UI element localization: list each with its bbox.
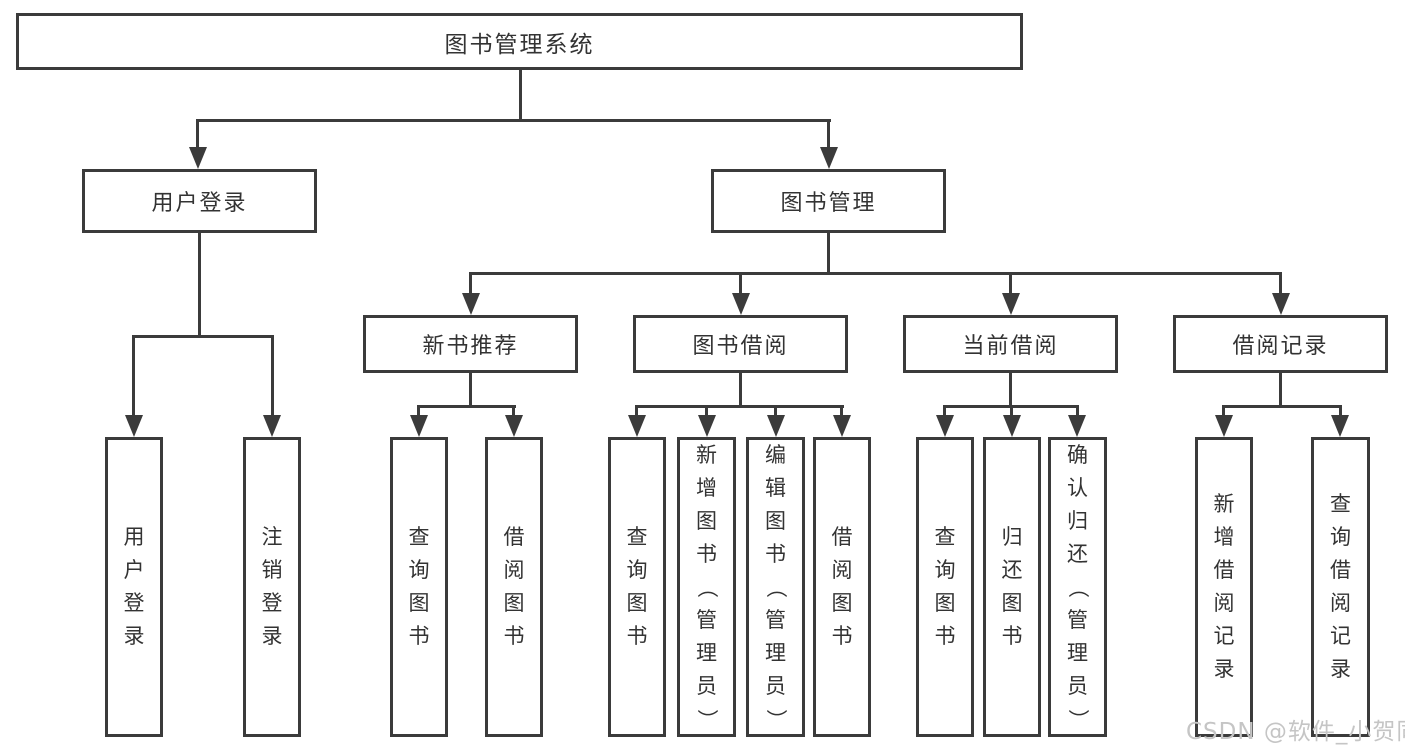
node-query-books-label: 查询图书 [626,525,648,648]
node-borrow-books: 借阅图书 [485,437,543,737]
arrowhead-down-icon [767,415,785,437]
arrowhead-down-icon [732,293,750,315]
edge-to-book-borrowing [739,272,742,293]
arrowhead-down-icon [628,415,646,437]
edge-new-book-stem [469,373,472,408]
edge-leaf-stem [774,405,777,415]
node-query-borrow-record-label: 查询借阅记录 [1330,492,1351,681]
node-add-borrow-record: 新增借阅记录 [1195,437,1253,737]
arrowhead-down-icon [1002,293,1020,315]
arrowhead-down-icon [1331,415,1349,437]
edge-leaf-stem [635,405,638,415]
node-book-management-label: 图书管理 [780,191,877,216]
node-borrowing-records: 借阅记录 [1173,315,1388,373]
node-edit-books-admin-label: 编辑图书（管理员） [764,442,788,730]
edge-to-logout-leaf [271,335,274,415]
edge-book-mgmt-hline [469,272,1282,275]
arrowhead-down-icon [936,415,954,437]
arrowhead-down-icon [698,415,716,437]
edge-to-borrowing-records [1279,272,1282,293]
node-return-books-label: 归还图书 [1001,525,1023,648]
node-add-borrow-record-label: 新增借阅记录 [1213,492,1235,681]
node-logout-label: 注销登录 [261,525,283,648]
node-edit-books-admin: 编辑图书（管理员） [746,437,805,737]
edge-book-borrowing-stem [739,373,742,408]
arrowhead-down-icon [189,147,207,169]
node-user-login-label: 用户登录 [151,191,248,216]
node-library-system-label: 图书管理系统 [444,31,595,58]
node-return-books: 归还图书 [983,437,1041,737]
arrowhead-down-icon [1215,415,1233,437]
node-query-books-label: 查询图书 [934,525,956,648]
node-confirm-return-admin: 确认归还（管理员） [1048,437,1107,737]
node-query-books: 查询图书 [608,437,666,737]
edge-leaf-stem [705,405,708,415]
edge-to-login-leaf [132,335,135,415]
node-add-books-admin-label: 新增图书（管理员） [695,442,719,730]
node-borrowing-records-label: 借阅记录 [1232,334,1329,359]
node-query-books-label: 查询图书 [408,525,430,648]
edge-leaf-stem [943,405,946,415]
edge-leaf-stem [1010,405,1013,415]
edge-to-book-management [827,119,830,147]
arrowhead-down-icon [1272,293,1290,315]
edge-leaf-stem [1076,405,1079,415]
arrowhead-down-icon [462,293,480,315]
edge-leaf-stem [1339,405,1342,415]
arrowhead-down-icon [820,147,838,169]
node-add-books-admin: 新增图书（管理员） [677,437,736,737]
node-book-borrowing-label: 图书借阅 [692,334,789,359]
node-query-books: 查询图书 [390,437,448,737]
node-current-borrowing: 当前借阅 [903,315,1118,373]
arrowhead-down-icon [410,415,428,437]
edge-root-stem [519,70,522,122]
edge-to-user-login [196,119,199,147]
edge-borrowing-records-stem [1279,373,1282,408]
arrowhead-down-icon [263,415,281,437]
edge-leaf-stem [512,405,515,415]
node-query-books: 查询图书 [916,437,974,737]
arrowhead-down-icon [505,415,523,437]
node-new-book-recommend-label: 新书推荐 [422,334,519,359]
node-confirm-return-admin-label: 确认归还（管理员） [1066,442,1090,730]
edge-book-borrowing-hline [635,405,844,408]
arrowhead-down-icon [1068,415,1086,437]
node-new-book-recommend: 新书推荐 [363,315,578,373]
node-library-system: 图书管理系统 [16,13,1023,70]
edge-user-login-hline [132,335,274,338]
edge-new-book-hline [417,405,516,408]
arrowhead-down-icon [833,415,851,437]
edge-book-mgmt-stem [827,233,830,275]
csdn-watermark: CSDN @软件_小贺同学 [1186,719,1405,745]
node-query-borrow-record: 查询借阅记录 [1311,437,1370,737]
node-logout: 注销登录 [243,437,301,737]
node-login-label: 用户登录 [123,525,145,648]
edge-user-login-stem [198,233,201,338]
node-borrow-books: 借阅图书 [813,437,871,737]
arrowhead-down-icon [125,415,143,437]
edge-to-current-borrowing [1009,272,1012,293]
edge-leaf-stem [417,405,420,415]
edge-leaf-stem [1222,405,1225,415]
edge-root-hline [196,119,831,122]
node-book-borrowing: 图书借阅 [633,315,848,373]
edge-current-borrowing-stem [1009,373,1012,408]
edge-borrowing-records-hline [1222,405,1342,408]
node-book-management: 图书管理 [711,169,946,233]
edge-to-new-book [469,272,472,293]
node-current-borrowing-label: 当前借阅 [962,334,1059,359]
node-borrow-books-label: 借阅图书 [831,525,853,648]
node-login: 用户登录 [105,437,163,737]
arrowhead-down-icon [1003,415,1021,437]
node-user-login: 用户登录 [82,169,317,233]
node-borrow-books-label: 借阅图书 [503,525,525,648]
edge-leaf-stem [840,405,843,415]
